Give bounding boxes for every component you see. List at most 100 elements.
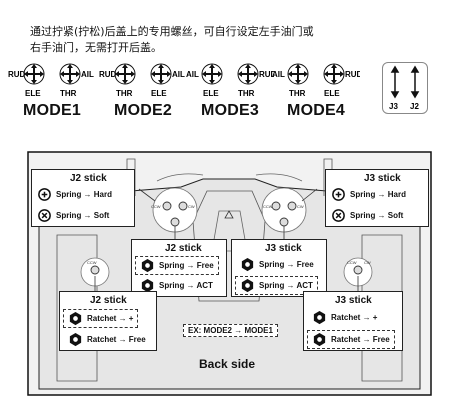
row-text: Spring → Free [159,261,214,270]
mode-stick-icons: RUD AIL ELE THR [8,63,94,98]
tighten-screw-icon [38,188,51,201]
j2-stick-return-spring-box: J2 stick Spring → Free Spring → ACT [131,239,227,297]
mode-label: MODE2 [114,102,172,119]
label-left-bottom: ELE [203,89,219,98]
spring-soft-row: Spring → Soft [331,208,403,223]
row-text: Spring → Free [259,260,314,269]
label-left-top: AIL [272,70,285,79]
row-text: Ratchet → Free [331,335,390,344]
four-way-stick-icon [59,63,81,85]
spring-free-row: Spring → Free [135,256,219,275]
four-way-stick-icon [114,63,136,85]
mode-label: MODE4 [287,102,345,119]
label-left-top: RUD [99,70,117,79]
four-way-stick-icon [287,63,309,85]
hex-screw-icon [241,257,254,272]
row-text: Spring → Soft [56,211,110,220]
hex-screw-icon [313,310,326,325]
ratchet-free-row: Ratchet → Free [307,330,395,349]
four-way-stick-icon [237,63,259,85]
cw-label-left: CW [188,204,195,209]
box-title: J3 stick [335,295,372,306]
row-text: Ratchet → Free [87,335,146,344]
cw-label-right: CW [297,204,304,209]
j2-label: J2 [410,102,419,111]
row-text: Spring → Hard [350,190,407,199]
row-text: Spring → ACT [159,281,213,290]
hex-screw-icon [313,332,326,347]
back-side-label: Back side [199,357,256,371]
intro-line-1: 通过拧紧(拧松)后盖上的专用螺丝，可自行设定左手油门或 [30,25,314,38]
spring-hard-row: Spring → Hard [37,187,112,202]
four-way-stick-icon [23,63,45,85]
ccw-label-right: CCW [263,204,273,209]
four-way-stick-icon [150,63,172,85]
four-way-stick-icon [201,63,223,85]
tighten-screw-icon [332,188,345,201]
hex-screw-icon [69,311,82,326]
label-left-bottom: ELE [25,89,41,98]
mode-1-diagram: RUD AIL ELE THR MODE1 [8,62,96,120]
ccw-label-left: CCW [151,204,161,209]
j2-stick-spring-tension-box: J2 stick Spring → Hard Spring → Soft [31,169,135,227]
label-left-top: AIL [186,70,199,79]
row-text: Ratchet → + [87,314,134,323]
ccw-label-j3: CCW [347,260,357,265]
mode-label: MODE1 [23,102,81,119]
back-panel-diagram: CCW CW CCW CW CCW CCW CW J2 stick Spring… [27,151,432,396]
box-title: J2 stick [70,173,107,184]
loosen-screw-icon [38,209,51,222]
cw-label-j3: CW [364,260,371,265]
mode-3-diagram: AIL RUD ELE THR MODE3 [186,62,274,120]
label-right-bottom: THR [238,89,255,98]
spring-soft-row: Spring → Soft [37,208,109,223]
mode-4-diagram: AIL RUD THR ELE MODE4 [272,62,360,120]
j3-stick-spring-tension-box: J3 stick Spring → Hard Spring → Soft [325,169,429,227]
label-left-top: RUD [8,70,26,79]
label-left-bottom: THR [116,89,133,98]
mode-stick-icons: RUD AIL THR ELE [99,63,185,98]
hex-screw-icon [241,278,254,293]
label-right-top: AIL [81,70,94,79]
row-text: Spring → ACT [259,281,313,290]
ratchet-plus-row: Ratchet → + [312,310,377,325]
j3-stick-ratchet-box: J3 stick Ratchet → + Ratchet → Free [303,291,403,351]
label-right-top: RUD [259,70,274,79]
row-text: Spring → Hard [56,190,113,199]
mode-2-diagram: RUD AIL THR ELE MODE2 [99,62,187,120]
label-right-bottom: ELE [151,89,167,98]
spring-free-row: Spring → Free [240,257,314,272]
j2-stick-ratchet-box: J2 stick Ratchet → + Ratchet → Free [59,291,157,351]
intro-text: 通过拧紧(拧松)后盖上的专用螺丝，可自行设定左手油门或 右手油门，无需打开后盖。 [30,24,430,56]
row-text: Ratchet → + [331,313,378,322]
j3-stick-return-spring-box: J3 stick Spring → Free Spring → ACT [231,239,327,297]
label-right-bottom: ELE [324,89,340,98]
label-right-top: AIL [172,70,185,79]
ccw-label-j2: CCW [87,260,97,265]
j3-label: J3 [389,102,398,111]
box-title: J3 stick [265,243,302,254]
spring-act-row: Spring → ACT [140,278,213,293]
mode-stick-icons: AIL RUD THR ELE [272,63,360,98]
ratchet-free-row: Ratchet → Free [68,332,146,347]
label-right-bottom: THR [60,89,77,98]
four-way-stick-icon [323,63,345,85]
vertical-arrows-icon: J3 J2 [389,65,419,111]
example-note: EX: MODE2 → MODE1 [183,324,278,337]
row-text: Spring → Soft [350,211,404,220]
hex-screw-icon [141,278,154,293]
hex-screw-icon [69,332,82,347]
label-right-top: RUD [345,70,360,79]
label-left-bottom: THR [289,89,306,98]
j3-j2-diagram: J3 J2 [382,62,428,114]
spring-hard-row: Spring → Hard [331,187,406,202]
box-title: J3 stick [364,173,401,184]
intro-line-2: 右手油门，无需打开后盖。 [30,41,162,54]
spring-act-row: Spring → ACT [235,276,318,295]
ratchet-plus-row: Ratchet → + [63,309,139,328]
mode-stick-icons: AIL RUD ELE THR [186,63,274,98]
box-title: J2 stick [90,295,127,306]
loosen-screw-icon [332,209,345,222]
mode-label: MODE3 [201,102,259,119]
